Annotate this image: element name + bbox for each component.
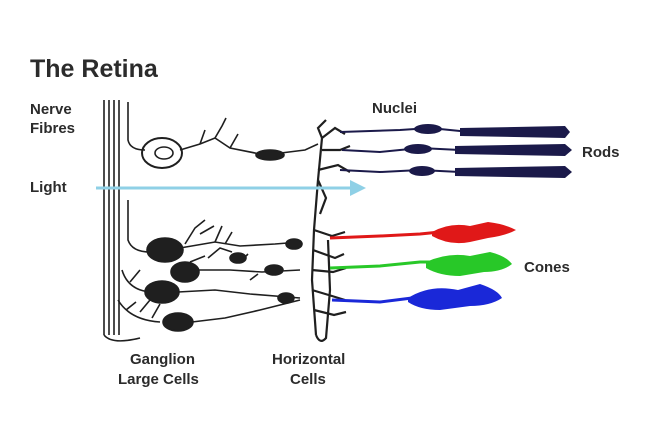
rod-1 — [339, 124, 570, 138]
label-light: Light — [30, 179, 67, 196]
light-arrow — [96, 180, 366, 196]
label-horizontal-line2: Cells — [290, 371, 326, 388]
label-rods: Rods — [582, 144, 620, 161]
label-ganglion-line1: Ganglion — [130, 351, 195, 368]
label-nuclei: Nuclei — [372, 100, 417, 117]
rod-2 — [341, 144, 572, 156]
label-ganglion-line2: Large Cells — [118, 371, 199, 388]
cone-red — [329, 222, 516, 244]
label-horizontal-line1: Horizontal — [272, 351, 345, 368]
horizontal-cells-column — [310, 119, 351, 342]
nerve-fibres-bundle — [103, 100, 141, 342]
cones — [329, 222, 516, 310]
diagram-title: The Retina — [30, 55, 159, 83]
lower-ganglion-cells — [117, 200, 303, 332]
rods — [339, 124, 572, 178]
cone-blue — [331, 284, 502, 310]
label-cones: Cones — [524, 259, 570, 276]
label-nerve-fibres-line1: Nerve — [30, 101, 72, 118]
rod-3 — [339, 166, 572, 178]
top-ganglion-cell — [127, 102, 319, 169]
label-nerve-fibres-line2: Fibres — [30, 120, 75, 137]
cone-green — [329, 252, 512, 276]
